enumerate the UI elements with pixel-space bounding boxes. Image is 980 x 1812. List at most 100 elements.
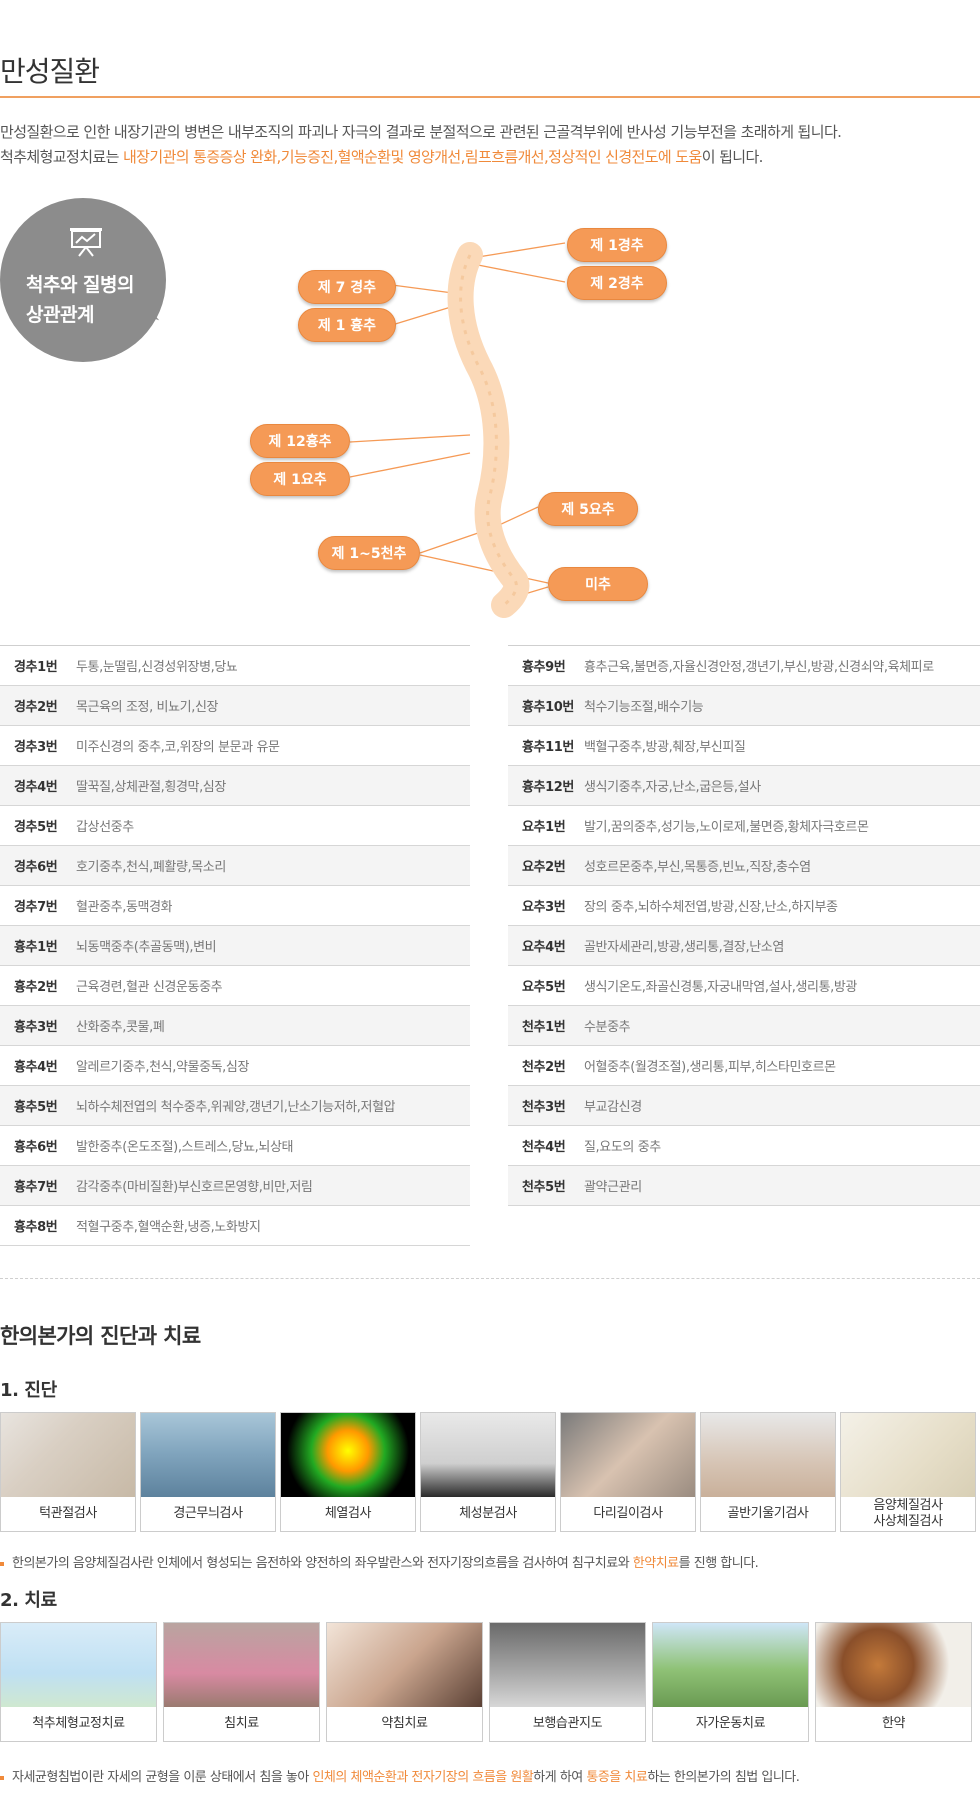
vertebra-name: 흉추8번 [14,1220,58,1235]
related-conditions: 생식기온도,좌골신경통,자궁내막염,설사,생리통,방광 [584,980,857,995]
tag-c1: 제 1경추 [567,228,667,262]
related-conditions: 발한중추(온도조절),스트레스,당뇨,뇌상태 [76,1140,294,1155]
related-conditions: 미주신경의 중추,코,위장의 분문과 유문 [76,740,280,755]
tag-c7: 제 7 경추 [298,270,396,304]
photo-image [1,1413,135,1497]
vertebra-name: 흉추9번 [522,660,566,675]
related-conditions: 알레르기중추,천식,약물중독,심장 [76,1060,250,1075]
photo-image [327,1623,482,1707]
diagnosis-card: 체성분검사 [420,1412,556,1532]
table-row: 경추1번 두통,눈떨림,신경성위장병,당뇨 [0,646,470,686]
vertebra-name: 흉추10번 [522,700,574,715]
vertebra-name: 흉추12번 [522,780,574,795]
related-conditions: 두통,눈떨림,신경성위장병,당뇨 [76,660,238,675]
diagnosis-card: 체열검사 [280,1412,416,1532]
intro-text: 만성질환으로 인한 내장기관의 병변은 내부조직의 파괴나 자극의 결과로 분절… [0,120,980,170]
treatment-note-p3: 하는 한의본가의 침법 입니다. [647,1770,800,1785]
related-conditions: 성호르몬중추,부신,목통증,빈뇨,직장,충수염 [584,860,811,875]
related-conditions: 혈관중추,동맥경화 [76,900,173,915]
treatment-card: 약침치료 [326,1622,483,1742]
card-caption: 체열검사 [281,1497,415,1531]
bubble-label: 척추와 질병의 상관관계 [26,270,135,330]
table-row: 흉추8번 적혈구중추,혈액순환,냉증,노화방지 [0,1206,470,1246]
card-caption: 자가운동치료 [653,1707,808,1741]
table-row: 요추4번 골반자세관리,방광,생리통,결장,난소염 [508,926,980,966]
diagnosis-title: 1. 진단 [0,1380,57,1401]
tag-sacrum: 제 1~5천추 [318,536,420,570]
card-caption: 체성분검사 [421,1497,555,1531]
card-caption: 다리길이검사 [561,1497,695,1531]
intro-line-2-post: 이 됩니다. [701,148,764,166]
page-title: 만성질환 [0,55,100,88]
vertebra-name: 흉추4번 [14,1060,58,1075]
vertebra-name: 흉추3번 [14,1020,58,1035]
vertebra-name: 요추4번 [522,940,566,955]
vertebra-name: 경추2번 [14,700,58,715]
photo-image [421,1413,555,1497]
card-label: 경근무늬검사 [173,1506,243,1521]
related-conditions: 골반자세관리,방광,생리통,결장,난소염 [584,940,784,955]
intro-highlight: 내장기관의 통증증상 완화,기능증진,혈액순환및 영양개선,림프흐름개선,정상적… [122,148,702,166]
bubble-label-line-2: 상관관계 [26,304,94,326]
vertebra-name: 경추3번 [14,740,58,755]
spine-illustration [349,242,566,618]
tag-c2: 제 2경추 [567,266,667,300]
vertebra-name: 경추7번 [14,900,58,915]
related-conditions: 감각중추(마비질환)부신호르몬영향,비만,저림 [76,1180,313,1195]
treatment-title: 2. 치료 [0,1590,57,1611]
bullet-icon [0,1775,4,1780]
related-conditions: 발기,꿈의중추,성기능,노이로제,불면증,황체자극호르몬 [584,820,869,835]
card-caption: 보행습관지도 [490,1707,645,1741]
card-label: 체성분검사 [459,1506,517,1521]
card-label: 체열검사 [324,1506,372,1521]
tag-l1: 제 1요추 [250,462,350,496]
photo-image [653,1623,808,1707]
photo-image [816,1623,971,1707]
photo-image [281,1413,415,1497]
photo-image [164,1623,319,1707]
related-conditions: 뇌동맥중추(추골동맥),변비 [76,940,217,955]
related-conditions: 근육경련,혈관 신경운동중추 [76,980,223,995]
card-caption: 약침치료 [327,1707,482,1741]
treatment-note: 자세균형침법이란 자세의 균형을 이룬 상태에서 침을 놓아 인체의 체액순환과… [0,1766,800,1785]
intro-line-1: 만성질환으로 인한 내장기관의 병변은 내부조직의 파괴나 자극의 결과로 분절… [0,123,842,141]
spine-shape [447,242,530,618]
vertebra-name: 요추3번 [522,900,566,915]
vertebra-name: 흉추6번 [14,1140,58,1155]
card-caption: 한약 [816,1707,971,1741]
related-conditions: 호기중추,천식,폐활량,목소리 [76,860,226,875]
related-conditions: 생식기중추,자궁,난소,굽은등,설사 [584,780,761,795]
treatment-card: 척추체형교정치료 [0,1622,157,1742]
title-divider [0,96,980,98]
card-caption: 침치료 [164,1707,319,1741]
bullet-icon [0,1561,4,1566]
card-label: 다리길이검사 [593,1506,663,1521]
table-row: 흉추12번 생식기중추,자궁,난소,굽은등,설사 [508,766,980,806]
card-label: 약침치료 [381,1716,428,1731]
photo-image [701,1413,835,1497]
table-row: 흉추4번 알레르기중추,천식,약물중독,심장 [0,1046,470,1086]
diagnosis-note: 한의본가의 음양체질검사란 인체에서 형성되는 음전하와 양전하의 좌우발란스와… [0,1552,759,1571]
diagnosis-card: 다리길이검사 [560,1412,696,1532]
treatment-note-p2: 하게 하여 [533,1770,587,1785]
card-label: 척추체형교정치료 [32,1716,125,1731]
vertebra-name: 경추1번 [14,660,58,675]
related-conditions: 적혈구중추,혈액순환,냉증,노화방지 [76,1220,261,1235]
treatment-card: 침치료 [163,1622,320,1742]
